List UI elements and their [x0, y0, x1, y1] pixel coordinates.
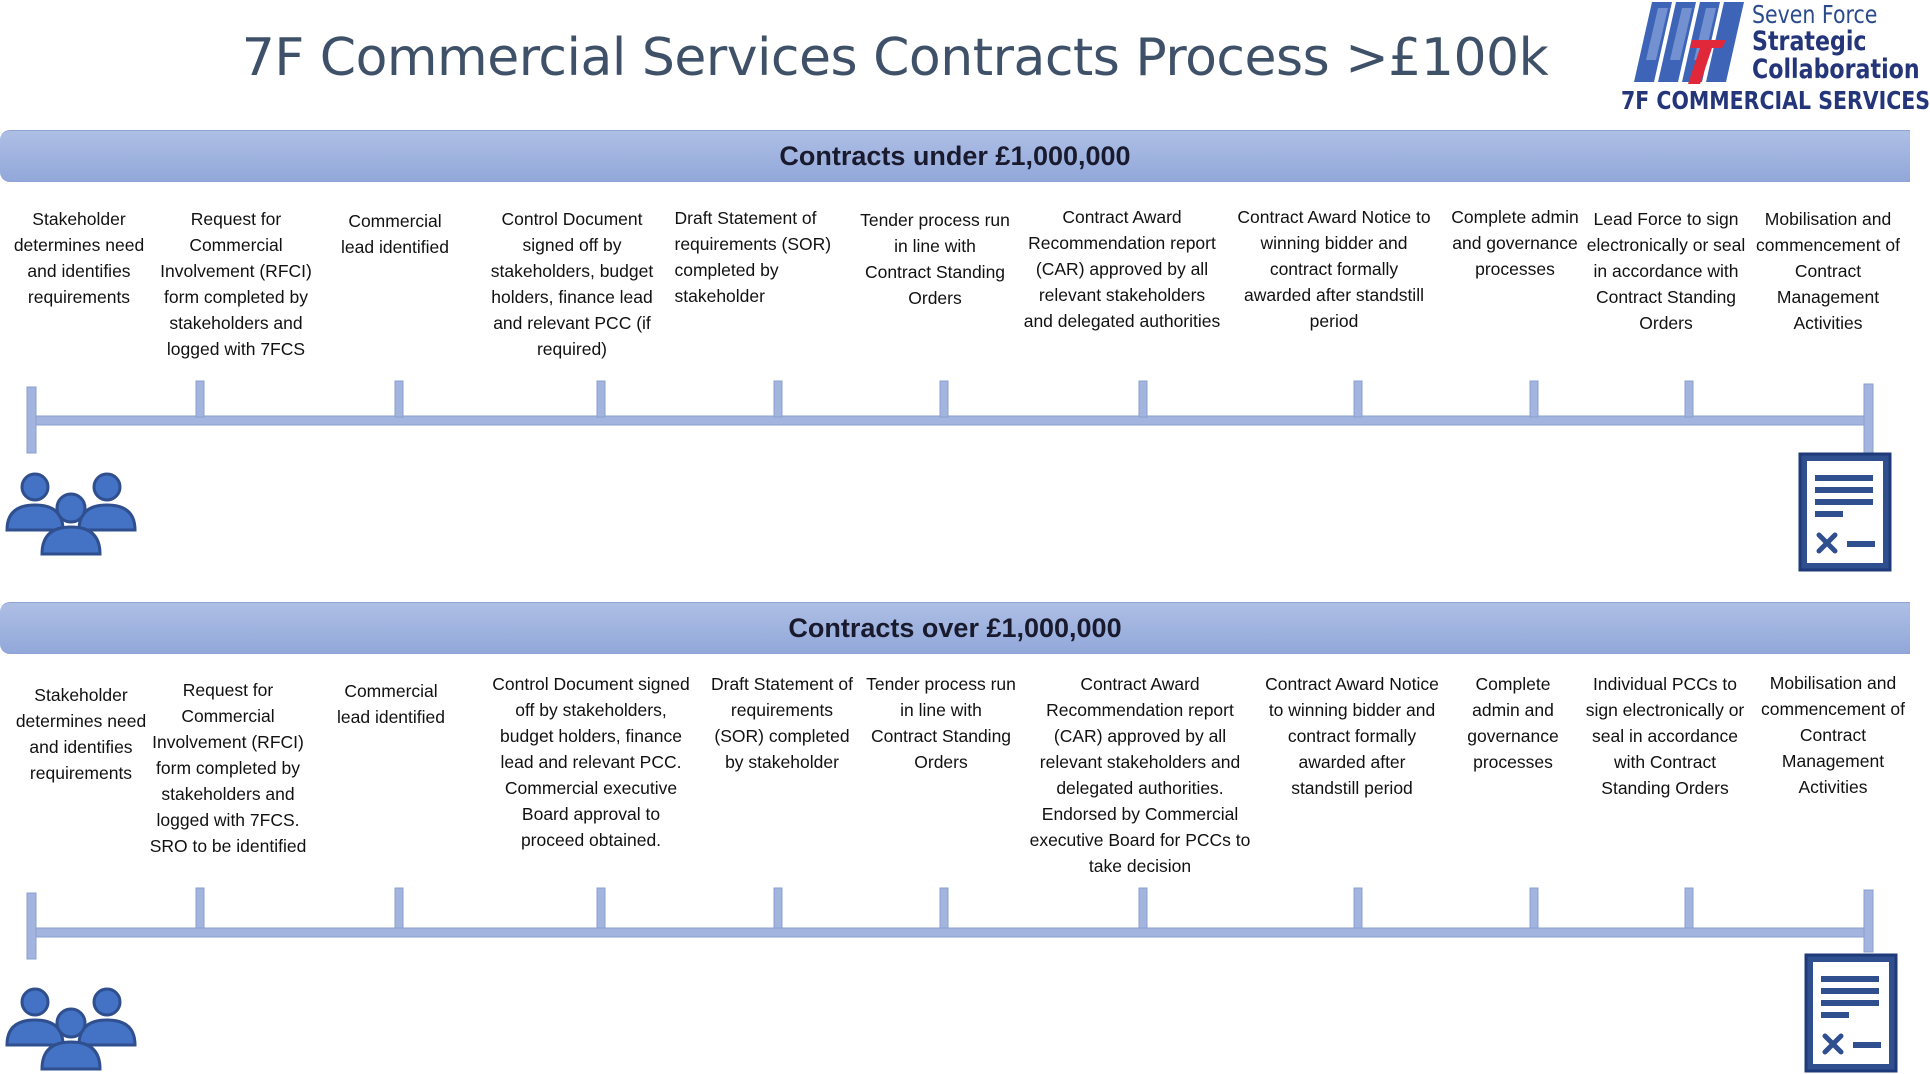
step-2-rfci: Request for Commercial Involvement (RFCI…	[160, 209, 312, 359]
timeline-tick	[773, 380, 783, 418]
timeline-axis	[31, 415, 1871, 426]
timeline-over-1m	[26, 887, 1874, 960]
timeline-start-tick	[26, 386, 37, 454]
step-9-admin-governance-over: Complete admin and governance processes	[1467, 674, 1559, 772]
logo-line-1: Seven Force	[1752, 0, 1878, 29]
timeline-tick	[596, 887, 606, 929]
logo-line-4: 7F COMMERCIAL SERVICES	[1621, 86, 1930, 115]
step-10-individual-pccs-sign: Individual PCCs to sign electronically o…	[1585, 674, 1745, 798]
timeline-under-1m	[26, 380, 1874, 455]
timeline-axis	[31, 927, 1871, 938]
timeline-tick	[1529, 380, 1539, 418]
people-group-icon	[5, 987, 137, 1071]
timeline-tick	[939, 887, 949, 929]
contract-document-icon	[1798, 452, 1892, 572]
section-heading-over-1m: Contracts over £1,000,000	[0, 602, 1910, 654]
step-3-commercial-lead-over: Commercial lead identified	[337, 681, 445, 727]
seven-force-logo: Seven Force Strategic Collaboration 7F C…	[1618, 0, 1930, 118]
timeline-tick	[1138, 380, 1148, 418]
section-heading-under-1m: Contracts under £1,000,000	[0, 130, 1910, 182]
step-1-stakeholder-need-over: Stakeholder determines need and identifi…	[15, 685, 147, 783]
step-3-commercial-lead: Commercial lead identified	[341, 211, 449, 257]
timeline-tick	[195, 380, 205, 418]
timeline-tick	[1353, 380, 1363, 418]
timeline-end-tick	[1863, 889, 1874, 953]
timeline-tick	[394, 887, 404, 929]
timeline-tick	[1529, 887, 1539, 929]
timeline-tick	[1138, 887, 1148, 929]
page-title: 7F Commercial Services Contracts Process…	[241, 28, 1549, 88]
step-2-rfci-over: Request for Commercial Involvement (RFCI…	[149, 680, 307, 856]
timeline-start-tick	[26, 892, 37, 960]
logo-line-3: Collaboration	[1752, 54, 1920, 85]
step-6-tender-process-over: Tender process run in line with Contract…	[866, 674, 1016, 772]
step-9-admin-governance: Complete admin and governance processes	[1451, 207, 1579, 279]
step-4-control-document-over: Control Document signed off by stakehold…	[492, 674, 690, 850]
step-8-award-notice-over: Contract Award Notice to winning bidder …	[1265, 674, 1439, 798]
step-11-mobilisation-over: Mobilisation and commencement of Contrac…	[1761, 673, 1905, 797]
timeline-tick	[1684, 380, 1694, 418]
people-group-icon	[5, 472, 137, 556]
timeline-end-tick	[1863, 383, 1874, 455]
logo-emblem-icon	[1634, 2, 1744, 84]
step-10-lead-force-sign: Lead Force to sign electronically or sea…	[1586, 209, 1746, 333]
step-5-draft-sor-over: Draft Statement of requirements (SOR) co…	[710, 674, 853, 772]
step-7-car-approved-over: Contract Award Recommendation report (CA…	[1029, 674, 1251, 876]
step-8-award-notice: Contract Award Notice to winning bidder …	[1237, 207, 1431, 331]
logo-line-2: Strategic	[1752, 26, 1867, 57]
step-11-mobilisation: Mobilisation and commencement of Contrac…	[1756, 209, 1900, 333]
step-5-draft-sor: Draft Statement of requirements (SOR) co…	[674, 208, 832, 306]
timeline-tick	[1684, 887, 1694, 929]
timeline-tick	[773, 887, 783, 929]
timeline-tick	[195, 887, 205, 929]
timeline-tick	[596, 380, 606, 418]
timeline-tick	[1353, 887, 1363, 929]
step-7-car-approved: Contract Award Recommendation report (CA…	[1023, 207, 1221, 331]
step-1-stakeholder-need: Stakeholder determines need and identifi…	[13, 209, 145, 307]
step-4-control-document: Control Document signed off by stakehold…	[490, 209, 654, 359]
timeline-tick	[394, 380, 404, 418]
timeline-tick	[939, 380, 949, 418]
contract-document-icon	[1804, 953, 1898, 1073]
step-6-tender-process: Tender process run in line with Contract…	[860, 210, 1010, 308]
